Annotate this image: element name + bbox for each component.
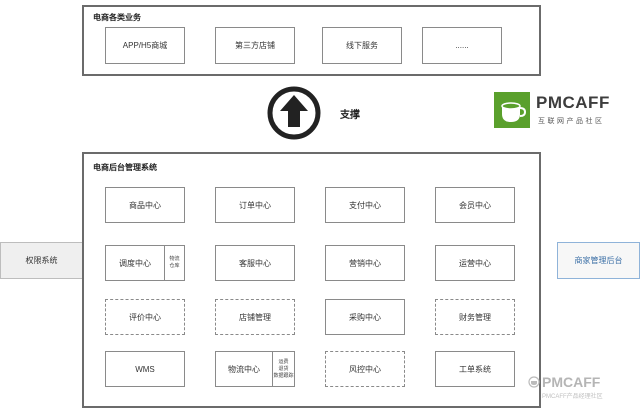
pmcaff-logo: PMCAFF 互联网产品社区 (494, 92, 634, 132)
logo-subtitle: 互联网产品社区 (538, 118, 605, 125)
logistics-sub-tracking: 数据跟踪 (273, 372, 294, 379)
merchant-admin: 商家管理后台 (557, 242, 640, 279)
watermark: PMCAFF PMCAFF产品经理社区 (528, 374, 638, 404)
up-arrow-icon (267, 86, 321, 140)
backend-title: 电商后台管理系统 (93, 163, 157, 172)
business-item-offline: 线下服务 (322, 27, 402, 64)
customer-service-center: 客服中心 (215, 245, 295, 281)
payment-center: 支付中心 (325, 187, 405, 223)
wms: WMS (105, 351, 185, 387)
logistics-center-label: 物流中心 (228, 364, 260, 374)
coffee-cup-icon (494, 92, 530, 128)
permission-system: 权限系统 (0, 242, 83, 279)
ticket-system: 工单系统 (435, 351, 515, 387)
finance-management: 财务管理 (435, 299, 515, 335)
watermark-cup-icon (528, 376, 540, 388)
dispatch-center-label: 调度中心 (119, 258, 151, 268)
business-title: 电商各类业务 (93, 13, 141, 22)
dispatch-sub-logistics: 物流 (169, 256, 180, 262)
order-center: 订单中心 (215, 187, 295, 223)
logistics-center-sub: 运费 退货 数据跟踪 (272, 352, 294, 386)
logistics-sub-returns: 退货 (278, 365, 289, 372)
business-item-more: ...... (422, 27, 502, 64)
business-item-thirdparty: 第三方店铺 (215, 27, 295, 64)
store-management: 店铺管理 (215, 299, 295, 335)
marketing-center: 营销中心 (325, 245, 405, 281)
operation-center: 运营中心 (435, 245, 515, 281)
business-item-app: APP/H5商城 (105, 27, 185, 64)
product-center: 商品中心 (105, 187, 185, 223)
watermark-name: PMCAFF (542, 374, 601, 390)
dispatch-center: 调度中心 物流 仓库 (105, 245, 185, 281)
support-label: 支撑 (340, 110, 360, 121)
logistics-center: 物流中心 运费 退货 数据跟踪 (215, 351, 295, 387)
risk-control-center: 风控中心 (325, 351, 405, 387)
member-center: 会员中心 (435, 187, 515, 223)
purchasing-center: 采购中心 (325, 299, 405, 335)
dispatch-center-sub: 物流 仓库 (164, 246, 184, 280)
logistics-sub-freight: 运费 (278, 358, 289, 365)
watermark-subtitle: PMCAFF产品经理社区 (542, 394, 603, 400)
review-center: 评价中心 (105, 299, 185, 335)
logo-name: PMCAFF (536, 93, 610, 112)
dispatch-sub-warehouse: 仓库 (169, 263, 180, 269)
